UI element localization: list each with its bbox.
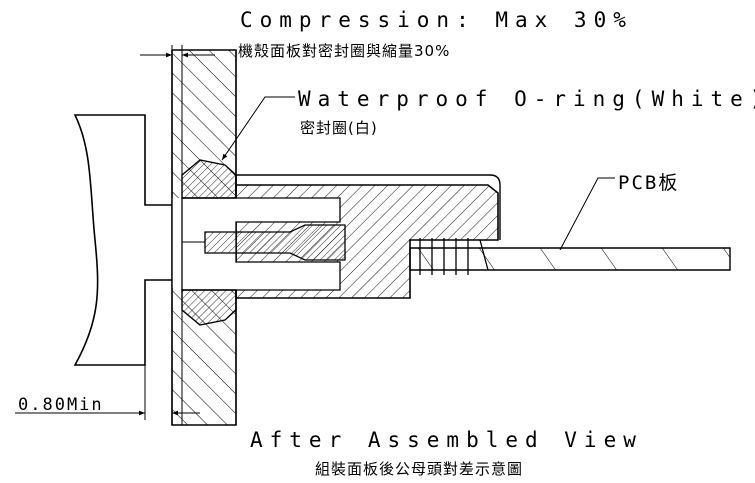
- oring-subtitle: 密封圈(白): [300, 119, 378, 137]
- contact-pin: [204, 224, 346, 261]
- view-subtitle: 組裝面板後公母頭對差示意圖: [315, 460, 524, 478]
- view-title: After Assembled View: [250, 428, 643, 452]
- dimension-label: 0.80Min: [18, 395, 104, 415]
- compression-subtitle: 機殼面板對密封圈與縮量30%: [238, 42, 451, 60]
- flange-lip: [235, 174, 501, 240]
- oring-top: [181, 159, 237, 199]
- solder-tails: [419, 238, 489, 275]
- oring-bottom: [181, 289, 237, 326]
- pcb-board: [409, 247, 731, 271]
- oring-leader: [221, 96, 295, 161]
- compression-title: Compression: Max 30%: [240, 8, 633, 32]
- oring-title: Waterproof O-ring(White): [298, 87, 755, 111]
- pcb-label: PCB板: [618, 172, 680, 194]
- pcb-leader: [559, 177, 615, 251]
- mating-plug: [73, 114, 181, 366]
